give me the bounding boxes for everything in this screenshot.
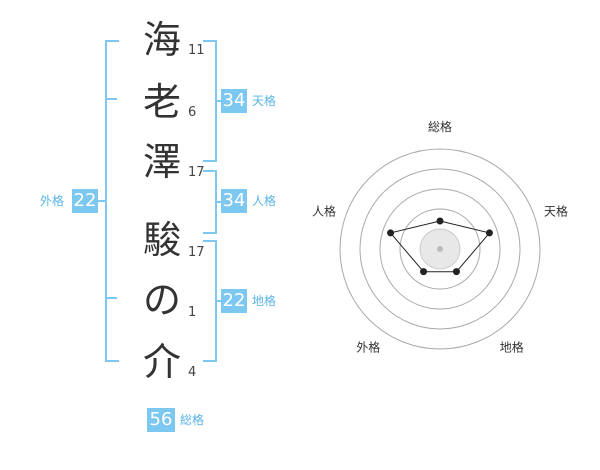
- chikaku-connector: [215, 300, 221, 302]
- radar-axis-label-5: 人格: [312, 203, 336, 218]
- radar-point-1: [436, 217, 444, 225]
- stroke-count-4: 17: [188, 245, 205, 260]
- name-char-2: 老: [142, 80, 181, 124]
- radar-axis-label-2: 天格: [544, 203, 568, 218]
- radar-polygon: [389, 220, 491, 273]
- name-char-4: 駿: [142, 218, 181, 262]
- gaikaku-score-badge: 22: [72, 189, 98, 213]
- radar-point-5: [387, 229, 395, 237]
- stroke-count-6: 4: [188, 365, 197, 380]
- tenkaku-score-badge: 34: [221, 89, 247, 113]
- radar-axis-label-4: 外格: [356, 340, 380, 355]
- jinkaku-connector: [215, 201, 221, 203]
- chikaku-label: 地格: [252, 294, 277, 308]
- jinkaku-label: 人格: [252, 194, 277, 208]
- jinkaku-score-badge: 34: [221, 189, 247, 213]
- radar-ring: [399, 208, 481, 290]
- name-char-5: の: [142, 278, 181, 322]
- radar-point-2: [485, 229, 493, 237]
- radar-point-3: [452, 268, 460, 276]
- gaikaku-bracket-tick: [105, 98, 117, 100]
- radar-axis-label-1: 総格: [428, 119, 452, 134]
- name-char-1: 海: [142, 18, 181, 62]
- soukaku-label: 総格: [180, 413, 205, 427]
- soukaku-score-badge: 56: [147, 408, 175, 432]
- radar-center-dot: [437, 246, 443, 252]
- stroke-count-3: 17: [188, 165, 205, 180]
- radar-ring: [379, 188, 501, 310]
- radar-ring: [339, 148, 541, 350]
- gaikaku-label: 外格: [40, 194, 65, 208]
- tenkaku-connector: [215, 100, 221, 102]
- name-char-3: 澤: [142, 140, 181, 184]
- stroke-count-2: 6: [188, 105, 197, 120]
- name-char-6: 介: [142, 340, 181, 384]
- stroke-count-5: 1: [188, 305, 197, 320]
- radar-point-4: [420, 268, 428, 276]
- gaikaku-bracket-tick: [105, 297, 117, 299]
- tenkaku-label: 天格: [252, 94, 277, 108]
- stroke-count-1: 11: [188, 43, 205, 58]
- radar-ring: [359, 168, 521, 330]
- chikaku-score-badge: 22: [221, 289, 247, 313]
- radar-axis-label-3: 地格: [500, 340, 524, 355]
- gaikaku-connector: [98, 200, 107, 202]
